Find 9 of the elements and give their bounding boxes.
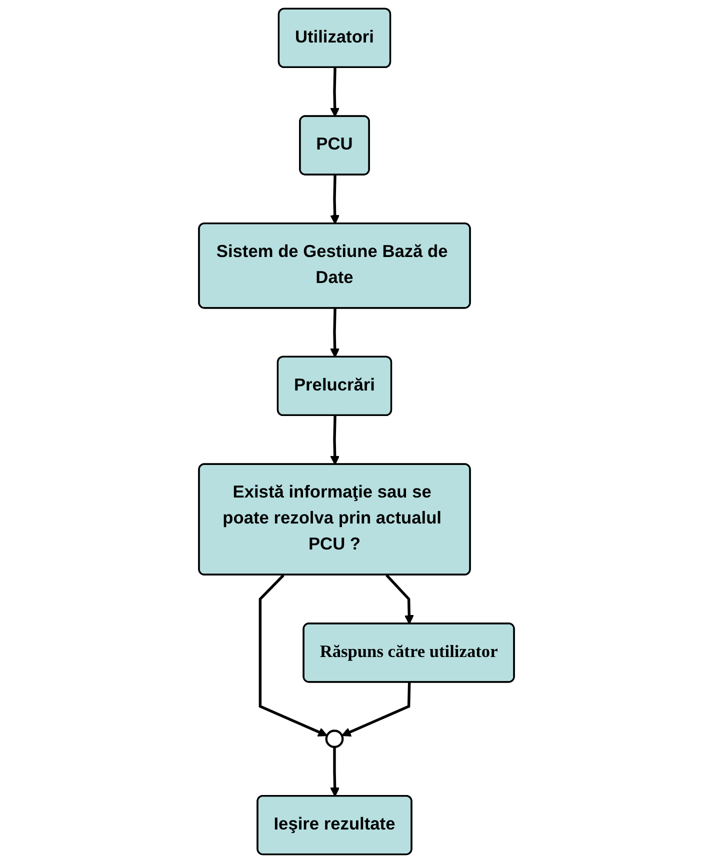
node-circle — [325, 730, 344, 748]
arrow — [258, 574, 328, 737]
arrow — [330, 175, 340, 224]
arrow — [386, 574, 414, 624]
arrow — [330, 308, 340, 358]
arrow — [330, 68, 340, 117]
arrow — [342, 682, 411, 737]
arrow — [330, 747, 340, 797]
arrow — [330, 416, 340, 465]
